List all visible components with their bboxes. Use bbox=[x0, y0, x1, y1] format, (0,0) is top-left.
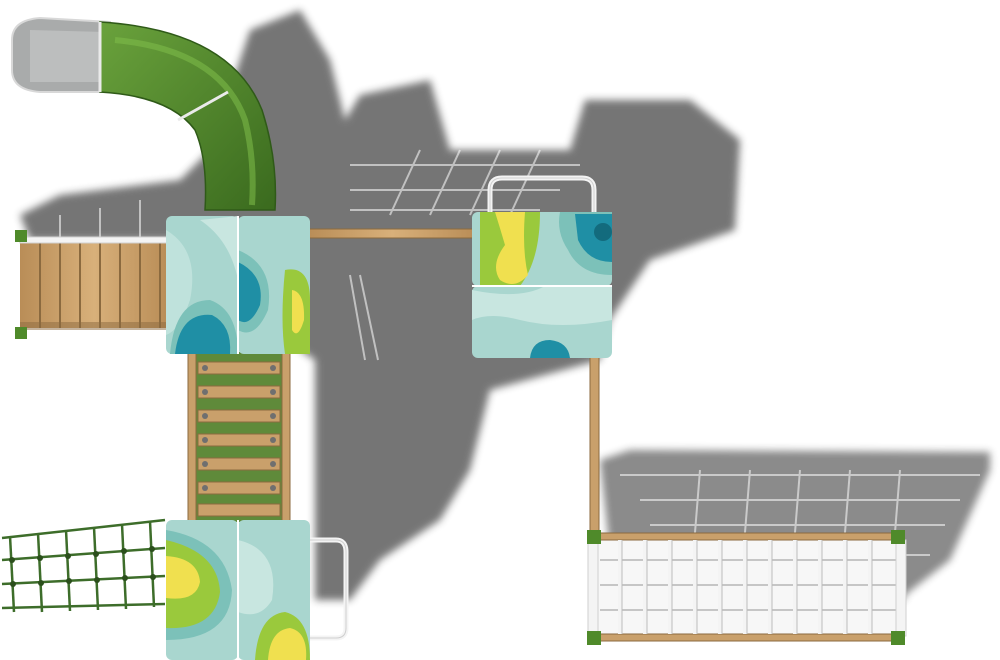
post-cap bbox=[15, 230, 27, 242]
panel-top-right-b bbox=[472, 286, 612, 358]
tube-slide bbox=[11, 16, 277, 211]
post-cap bbox=[587, 530, 601, 544]
left-wooden-deck bbox=[15, 230, 171, 339]
panel-top-right-a bbox=[472, 212, 612, 286]
panel-top-left-b bbox=[238, 216, 310, 354]
ladder bbox=[187, 351, 291, 523]
right-fenced-platform bbox=[587, 530, 907, 645]
panel-bottom-left-b bbox=[238, 520, 310, 660]
post-cap bbox=[891, 631, 905, 645]
post-cap bbox=[15, 327, 27, 339]
panel-top-left-a bbox=[166, 216, 238, 354]
climbing-net bbox=[1, 518, 166, 613]
panel-bottom-left-a bbox=[166, 520, 238, 660]
panel-seams bbox=[237, 216, 612, 660]
post-cap bbox=[587, 631, 601, 645]
post-cap bbox=[891, 530, 905, 544]
net-knots bbox=[9, 546, 156, 587]
